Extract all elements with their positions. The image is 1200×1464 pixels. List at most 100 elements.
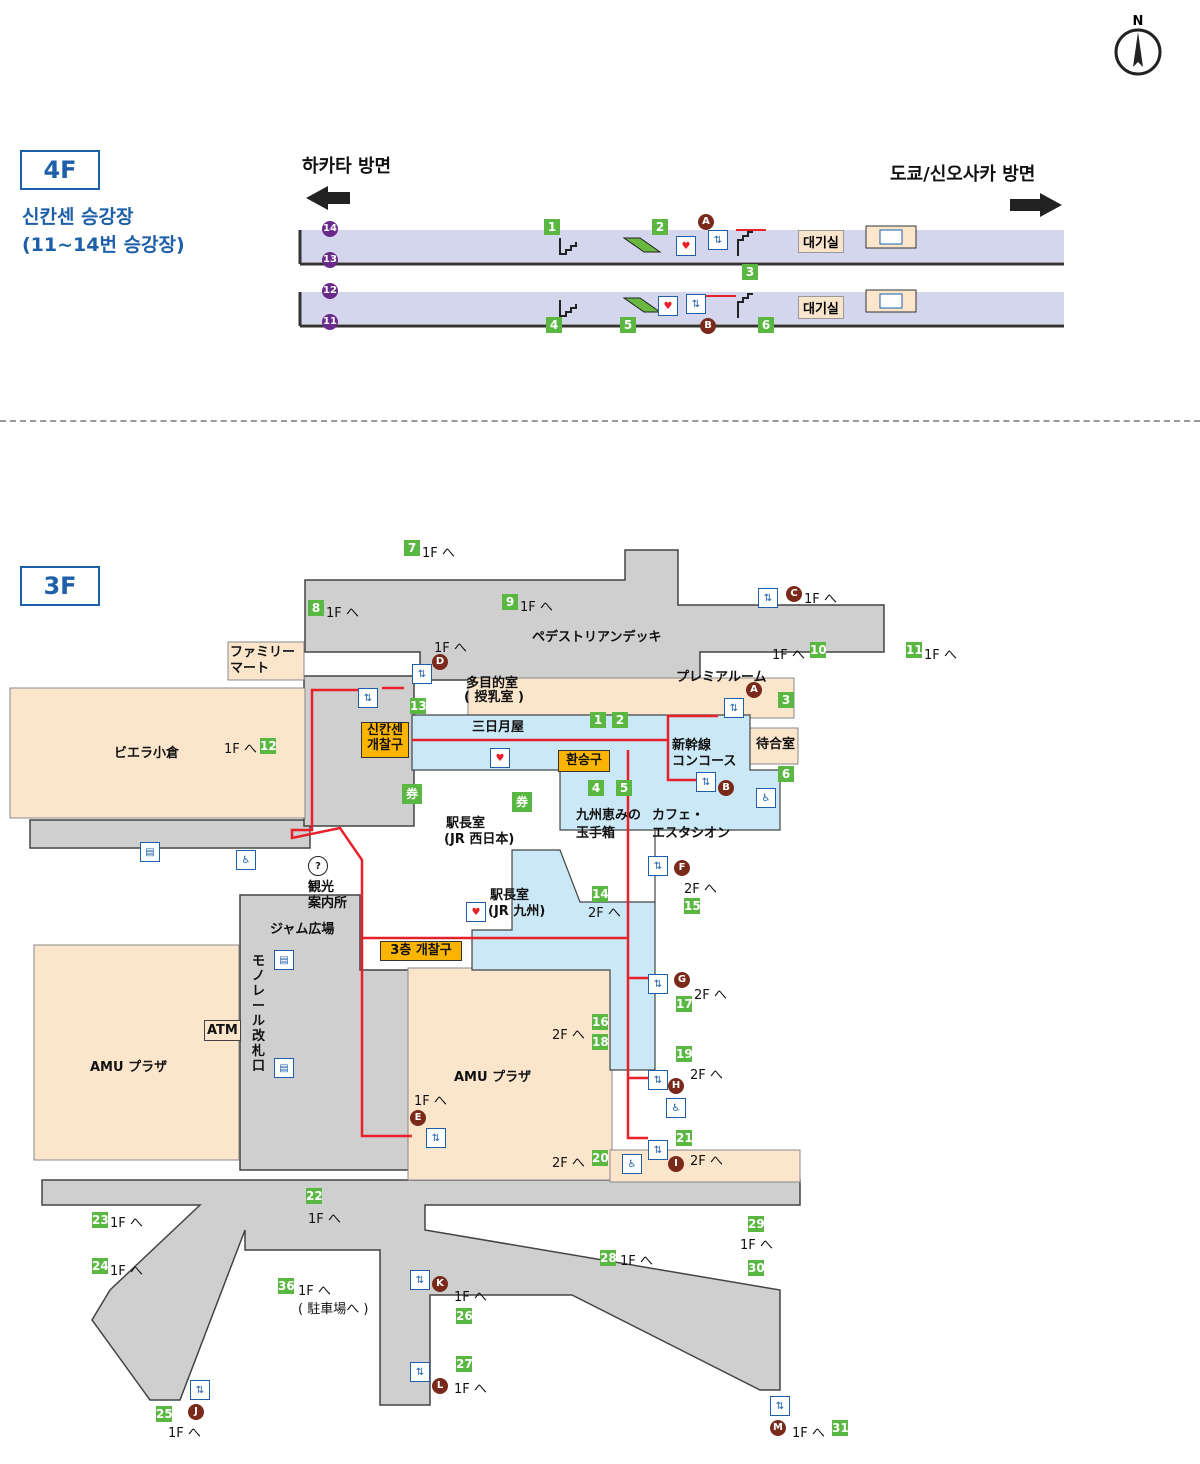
to-1f-label: 1F へ <box>224 742 257 757</box>
area-station-master-kyushu-2: (JR 九州) <box>488 904 546 919</box>
area-shinkansen-concourse: 新幹線 <box>672 738 712 753</box>
elevator-letter-l: L <box>432 1378 448 1394</box>
elevator-letter-a: A <box>746 682 762 698</box>
aed-icon: ♥ <box>658 296 678 316</box>
area-monorail-gate: モノレール改札口 <box>252 954 266 1074</box>
floor-divider <box>0 420 1200 422</box>
to-1f-label: 1F へ <box>772 648 805 663</box>
to-1f-label: 1F へ <box>454 1382 487 1397</box>
to-1f-label: 1F へ <box>110 1264 143 1279</box>
floor-4f-subtitle-2: (11~14번 승강장) <box>22 234 185 256</box>
compass-north-label: N <box>1133 14 1144 29</box>
ticket-icon: 券 <box>402 784 422 804</box>
area-biera: ビエラ小倉 <box>114 746 180 761</box>
waiting-room-4f-upper: 대기실 <box>798 230 844 253</box>
elevator-icon: ⇅ <box>648 974 668 994</box>
exit-number-5: 5 <box>620 317 636 333</box>
floor-3f-label: 3F <box>20 566 100 606</box>
exit-number-36: 36 <box>278 1278 295 1294</box>
platform-13-badge: 13 <box>322 252 338 268</box>
direction-hakata: 하카타 방면 <box>302 156 392 177</box>
exit-number-3: 3 <box>778 692 794 708</box>
exit-number-6: 6 <box>778 766 794 782</box>
elevator-icon: ⇅ <box>412 664 432 684</box>
exit-number-2: 2 <box>652 219 668 235</box>
area-family-mart-2: マート <box>230 661 270 676</box>
elevator-letter-g: G <box>674 972 690 988</box>
elevator-letter-e: E <box>410 1110 426 1126</box>
to-1f-label: 1F へ <box>924 648 957 663</box>
area-mikazukiya: 三日月屋 <box>472 720 525 735</box>
platforms-4f <box>298 186 1064 328</box>
aed-icon: ♥ <box>466 902 486 922</box>
exit-number-24: 24 <box>92 1258 109 1274</box>
elevator-letter-m: M <box>770 1420 786 1436</box>
area-shinkansen-concourse-2: コンコース <box>672 754 737 769</box>
elevator-icon: ⇅ <box>686 294 706 314</box>
area-kyushu-megumi: 九州恵みの <box>576 808 642 823</box>
area-kyushu-megumi-2: 玉手箱 <box>576 826 616 841</box>
area-amu-center: AMU プラザ <box>454 1070 532 1085</box>
area-jam-plaza: ジャム広場 <box>270 922 335 937</box>
exit-number-31: 31 <box>832 1420 849 1436</box>
exit-number-14: 14 <box>592 886 609 902</box>
platform-11-badge: 11 <box>322 314 338 330</box>
shinkansen-ticket-gate-2: 개찰구 <box>367 738 403 753</box>
elevator-letter-c: C <box>786 586 802 602</box>
exit-number-20: 20 <box>592 1150 609 1166</box>
exit-number-22: 22 <box>306 1188 323 1204</box>
platform-12-badge: 12 <box>322 283 338 299</box>
exit-number-2: 2 <box>612 712 628 728</box>
elevator-letter-k: K <box>432 1276 448 1292</box>
exit-number-28: 28 <box>600 1250 617 1266</box>
exit-number-11: 11 <box>906 642 923 658</box>
elevator-icon: ⇅ <box>410 1362 430 1382</box>
exit-number-16: 16 <box>592 1014 609 1030</box>
tourist-info-icon: ? <box>308 856 328 876</box>
to-1f-label: 1F へ <box>326 606 359 621</box>
area-waiting-room: 待合室 <box>756 737 796 752</box>
area-station-master-west-2: (JR 西日本) <box>444 832 515 847</box>
exit-number-12: 12 <box>260 738 277 754</box>
toilet-icon: ♿ <box>622 1154 642 1174</box>
elevator-icon: ⇅ <box>648 1140 668 1160</box>
exit-number-27: 27 <box>456 1356 473 1372</box>
area-amu-west: AMU プラザ <box>90 1060 168 1075</box>
to-1f-label: 1F へ <box>520 600 553 615</box>
area-multipurpose-room-2: ( 授乳室 ) <box>464 690 524 705</box>
area-tourist-info-2: 案内所 <box>308 896 348 911</box>
exit-number-1: 1 <box>590 712 606 728</box>
elevator-letter-a: A <box>698 214 714 230</box>
elevator-letter-j: J <box>188 1404 204 1420</box>
exit-number-15: 15 <box>684 898 701 914</box>
exit-number-23: 23 <box>92 1212 109 1228</box>
locker-icon: ▤ <box>274 950 294 970</box>
area-family-mart: ファミリー <box>230 645 296 660</box>
exit-number-6: 6 <box>758 317 774 333</box>
exit-number-8: 8 <box>308 600 324 616</box>
shinkansen-ticket-gate-1: 신칸센 <box>367 723 403 738</box>
elevator-letter-b: B <box>700 318 716 334</box>
shinkansen-ticket-gate: 신칸센 개찰구 <box>361 722 409 758</box>
exit-number-10: 10 <box>810 642 827 658</box>
gate-3f: 3층 개찰구 <box>380 941 462 961</box>
ticket-icon: 券 <box>512 792 532 812</box>
to-1f-label: 1F へ <box>620 1254 653 1269</box>
area-station-master-west: 駅長室 <box>446 816 486 831</box>
exit-number-17: 17 <box>676 996 693 1012</box>
to-1f-label: 1F へ <box>168 1426 201 1441</box>
parking-direction: ( 駐車場へ ) <box>298 1302 369 1317</box>
platform-14-badge: 14 <box>322 221 338 237</box>
aed-icon: ♥ <box>676 236 696 256</box>
exit-number-25: 25 <box>156 1406 173 1422</box>
exit-number-7: 7 <box>404 540 420 556</box>
elevator-icon: ⇅ <box>770 1396 790 1416</box>
to-1f-label: 1F へ <box>792 1426 825 1441</box>
area-cafe: カフェ・ <box>652 808 705 823</box>
locker-icon: ▤ <box>274 1058 294 1078</box>
exit-number-21: 21 <box>676 1130 693 1146</box>
to-1f-label: 1F へ <box>434 641 467 656</box>
elevator-icon: ⇅ <box>426 1128 446 1148</box>
floor-3f-map <box>9 549 885 1406</box>
exit-number-13: 13 <box>410 698 427 714</box>
